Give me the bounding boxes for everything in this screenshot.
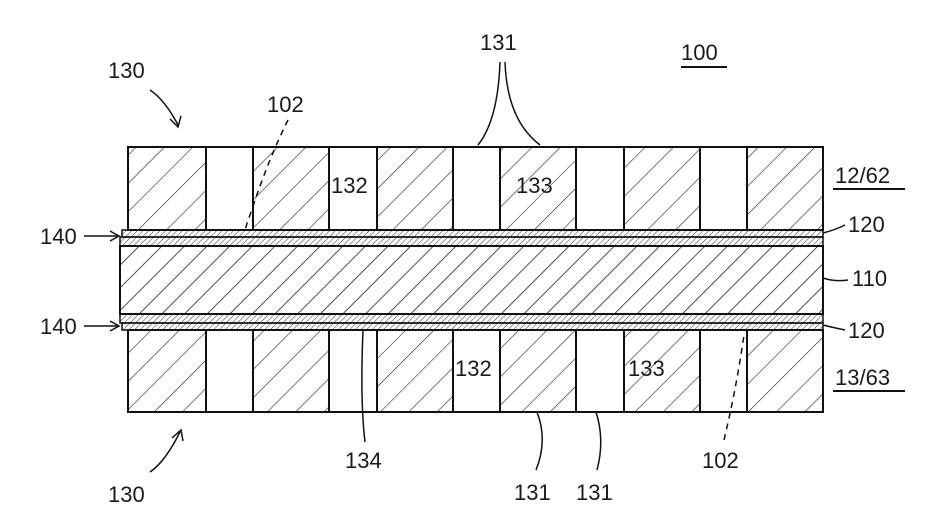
membrane-core <box>120 246 823 314</box>
ref-134: 134 <box>345 448 382 473</box>
ref-12-62: 12/62 <box>835 163 890 188</box>
top-channel <box>700 147 747 230</box>
bottom-rib <box>377 330 453 412</box>
bottom-rib <box>128 330 206 412</box>
ref-102-top: 102 <box>267 92 304 117</box>
ref-100: 100 <box>681 40 718 65</box>
ref-130-top: 130 <box>108 58 145 83</box>
top-diffusion-layers <box>120 230 823 246</box>
ref-140-top: 140 <box>40 224 77 249</box>
ref-131-bottom-b: 131 <box>576 480 613 505</box>
ref-132-top: 132 <box>331 173 368 198</box>
ref-133-bottom: 133 <box>628 356 665 381</box>
top-rib <box>747 147 823 230</box>
bottom-rib <box>253 330 329 412</box>
top-channel <box>453 147 500 230</box>
top-rib <box>624 147 700 230</box>
ref-131-bottom-a: 131 <box>514 480 551 505</box>
ref-140-bottom: 140 <box>40 314 77 339</box>
top-rib <box>253 147 329 230</box>
ref-120-top: 120 <box>848 212 885 237</box>
top-channel <box>206 147 253 230</box>
ref-133-top: 133 <box>516 173 553 198</box>
top-rib <box>377 147 453 230</box>
bottom-rib <box>747 330 823 412</box>
bottom-channel <box>329 330 377 412</box>
bottom-channel <box>700 330 747 412</box>
ref-130-bottom: 130 <box>108 482 145 507</box>
bottom-diffusion-layers <box>120 314 823 330</box>
ref-13-63: 13/63 <box>835 365 890 390</box>
bottom-rib <box>500 330 576 412</box>
top-channel <box>576 147 624 230</box>
ref-120-bottom: 120 <box>848 318 885 343</box>
ref-131-top: 131 <box>480 30 517 55</box>
ref-102-bottom: 102 <box>702 448 739 473</box>
ref-132-bottom: 132 <box>455 356 492 381</box>
top-rib <box>128 147 206 230</box>
top-plate <box>128 147 823 230</box>
ref-110: 110 <box>852 266 887 291</box>
bottom-channel <box>576 330 624 412</box>
bottom-channel <box>206 330 253 412</box>
